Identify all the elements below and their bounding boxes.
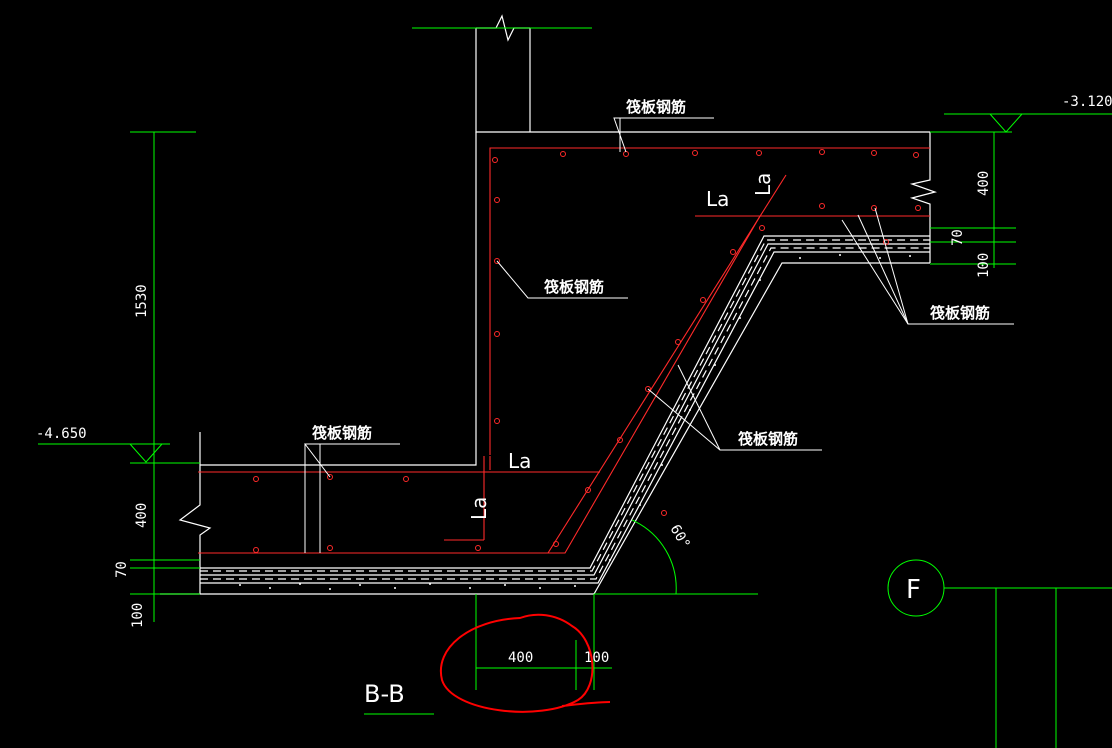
leader-lines xyxy=(303,117,1014,553)
rebar-label-left: 筏板钢筋 xyxy=(312,424,372,442)
dim-right-slab: 400 xyxy=(976,171,992,196)
dimension-lines xyxy=(38,27,1112,748)
rebar-label-wall: 筏板钢筋 xyxy=(544,278,604,296)
dim-right-cushion: 70 xyxy=(950,229,966,246)
anchorage-label-right: La xyxy=(706,187,729,211)
rebar-lines xyxy=(198,147,930,554)
rebar-label-slope: 筏板钢筋 xyxy=(738,430,798,448)
dim-left-blinding: 100 xyxy=(130,603,146,628)
section-title: B-B xyxy=(364,680,405,708)
dim-right-blinding: 100 xyxy=(976,253,992,278)
elevation-top: -3.120 xyxy=(1062,94,1112,110)
rebar-label-right: 筏板钢筋 xyxy=(930,304,990,322)
concrete-hatching xyxy=(239,254,911,590)
anchorage-label-right-vertical: La xyxy=(751,173,775,196)
elevation-bottom: -4.650 xyxy=(36,426,87,442)
rebar-label-top: 筏板钢筋 xyxy=(626,98,686,116)
annotation-circle xyxy=(439,613,611,713)
dim-bottom-offset: 100 xyxy=(584,650,609,666)
dim-bottom-width: 400 xyxy=(508,650,533,666)
dim-left-slab: 400 xyxy=(134,503,150,528)
rebar-dots xyxy=(253,149,921,553)
dim-height-total: 1530 xyxy=(134,284,150,318)
axis-label: F xyxy=(906,575,921,605)
anchorage-label-left: La xyxy=(508,449,531,473)
dim-angle: 60° xyxy=(667,522,694,552)
concrete-outline xyxy=(160,14,938,595)
dim-left-cushion: 70 xyxy=(114,561,130,578)
anchorage-label-left-vertical: La xyxy=(467,497,491,520)
